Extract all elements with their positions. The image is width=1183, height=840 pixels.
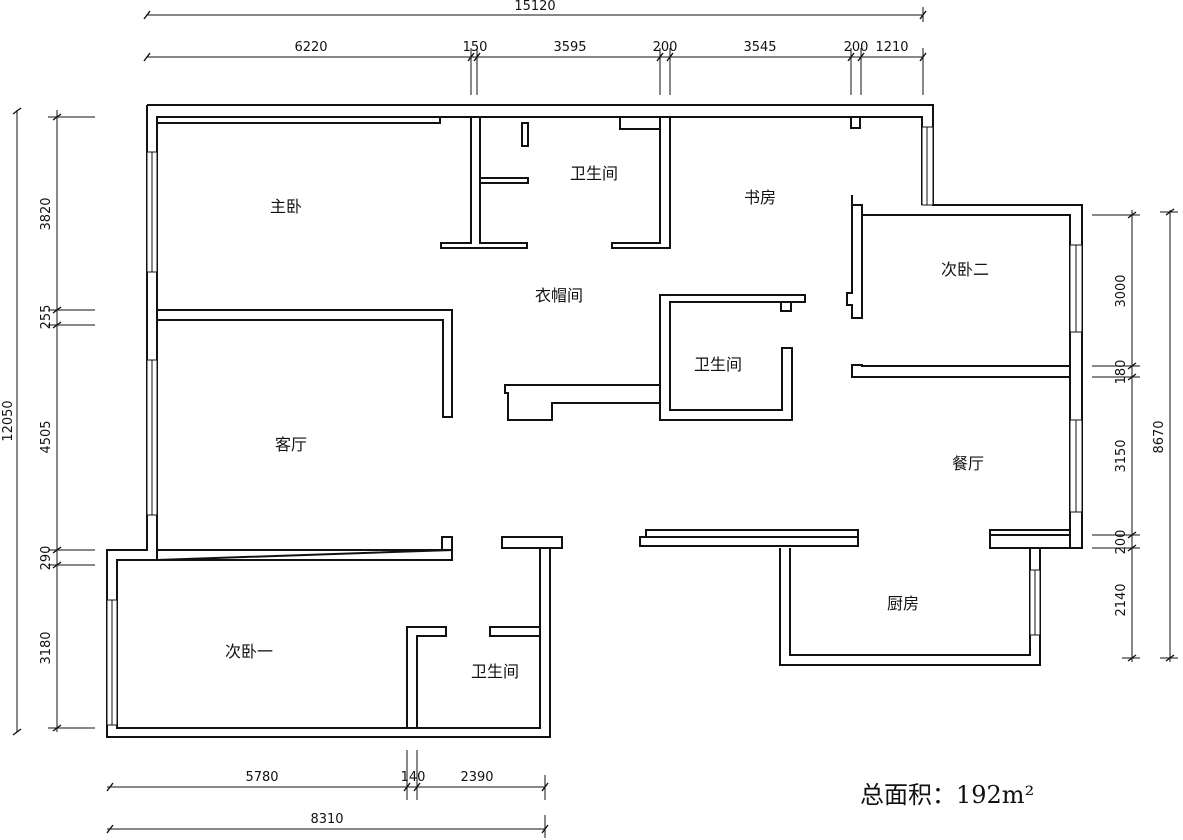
room-label-bathroom-bottom: 卫生间 [471, 662, 519, 681]
room-labels: 主卧 卫生间 书房 衣帽间 次卧二 卫生间 客厅 餐厅 厨房 次卧一 卫生间 [225, 164, 989, 681]
dim-top-4: 200 [653, 40, 678, 55]
dim-left-3: 4505 [39, 420, 54, 453]
dimensions-top: 15120 6220 150 3595 200 3545 200 1210 [143, 0, 927, 95]
dim-top-1: 6220 [294, 40, 327, 55]
dim-top-5: 3545 [743, 40, 776, 55]
dim-left-5: 3180 [39, 631, 54, 664]
dim-right-1: 3000 [1114, 274, 1129, 307]
room-label-bedroom-one: 次卧一 [225, 642, 273, 661]
room-label-bathroom-center: 卫生间 [694, 355, 742, 374]
dim-bottom-2: 140 [401, 770, 426, 785]
dim-top-total: 15120 [514, 0, 555, 14]
dim-top-7: 1210 [875, 40, 908, 55]
dim-left-total: 12050 [1, 400, 16, 441]
dim-left-1: 3820 [39, 197, 54, 230]
room-label-bathroom-top: 卫生间 [570, 164, 618, 183]
exterior-wall-inner [116, 116, 1071, 729]
interior-walls [156, 116, 1071, 728]
room-label-master-bedroom: 主卧 [270, 197, 302, 216]
total-area-label: 总面积：192m² [860, 781, 1034, 809]
dimensions-right: 8670 3000 180 3150 200 2140 [1092, 208, 1178, 662]
dim-left-4: 290 [39, 546, 54, 571]
dim-right-total: 8670 [1152, 420, 1167, 453]
dimensions-left: 12050 3820 255 4505 290 3180 [1, 107, 95, 736]
room-label-bedroom-two: 次卧二 [941, 260, 989, 279]
dim-right-3: 3150 [1114, 439, 1129, 472]
dim-right-2: 180 [1114, 360, 1129, 385]
room-label-kitchen: 厨房 [887, 594, 919, 613]
dim-right-4: 200 [1114, 530, 1129, 555]
room-label-living-room: 客厅 [275, 435, 307, 454]
room-label-study: 书房 [744, 188, 776, 207]
room-label-cloakroom: 衣帽间 [535, 286, 583, 305]
dim-bottom-3: 2390 [460, 770, 493, 785]
dim-right-5: 2140 [1114, 583, 1129, 616]
room-label-dining-room: 餐厅 [952, 454, 984, 473]
dim-left-2: 255 [39, 305, 54, 330]
dim-bottom-ticks [106, 782, 549, 792]
dim-right-ticks [1127, 211, 1137, 662]
dim-top-6: 200 [844, 40, 869, 55]
dim-left-ticks [52, 113, 62, 732]
dim-top-3: 3595 [553, 40, 586, 55]
dim-top-2: 150 [463, 40, 488, 55]
windows [106, 126, 1083, 726]
dimensions-bottom: 5780 140 2390 8310 [106, 750, 549, 838]
dim-bottom-1: 5780 [245, 770, 278, 785]
dim-bottom-total: 8310 [310, 812, 343, 827]
